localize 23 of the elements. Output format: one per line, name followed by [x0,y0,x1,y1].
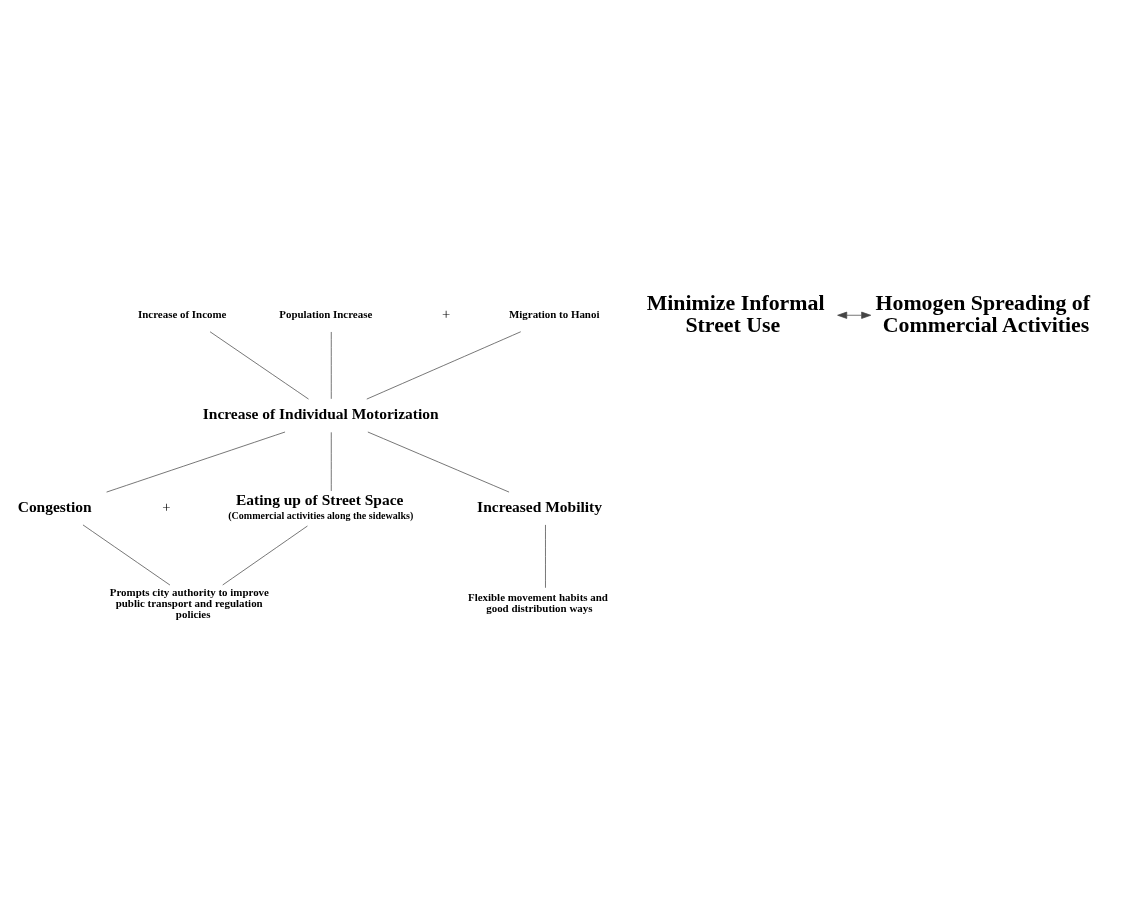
node-text: Population Increase [279,307,373,320]
node-text: Minimize Informal Street Use [646,290,825,337]
node-text: Eating up of Street Space (Commercial activities along the sidewalks) [228,491,414,522]
node-text: Prompts city authority to improve public transport and regulation policies [109,585,269,620]
connector [330,331,332,400]
node-text: Flexible movement habits and good distribution ways [468,591,608,615]
connector [82,524,171,586]
connector [330,431,332,492]
node-text: Homogen Spreading of Commercial Activities [875,290,1091,337]
node-text: Increase of Income [138,307,227,320]
node-text: Increased Mobility [477,497,602,515]
connector [366,331,522,400]
label: + [442,305,451,322]
connector [222,525,308,586]
connector [367,431,510,493]
connector [106,431,286,493]
label: + [162,498,171,515]
node-text: Migration to Hanoi [509,307,600,320]
node-text: Increase of Individual Motorization [202,404,439,422]
connector [545,524,546,589]
connector [209,331,309,400]
arrow [837,311,872,319]
node-text: Congestion [17,497,92,515]
